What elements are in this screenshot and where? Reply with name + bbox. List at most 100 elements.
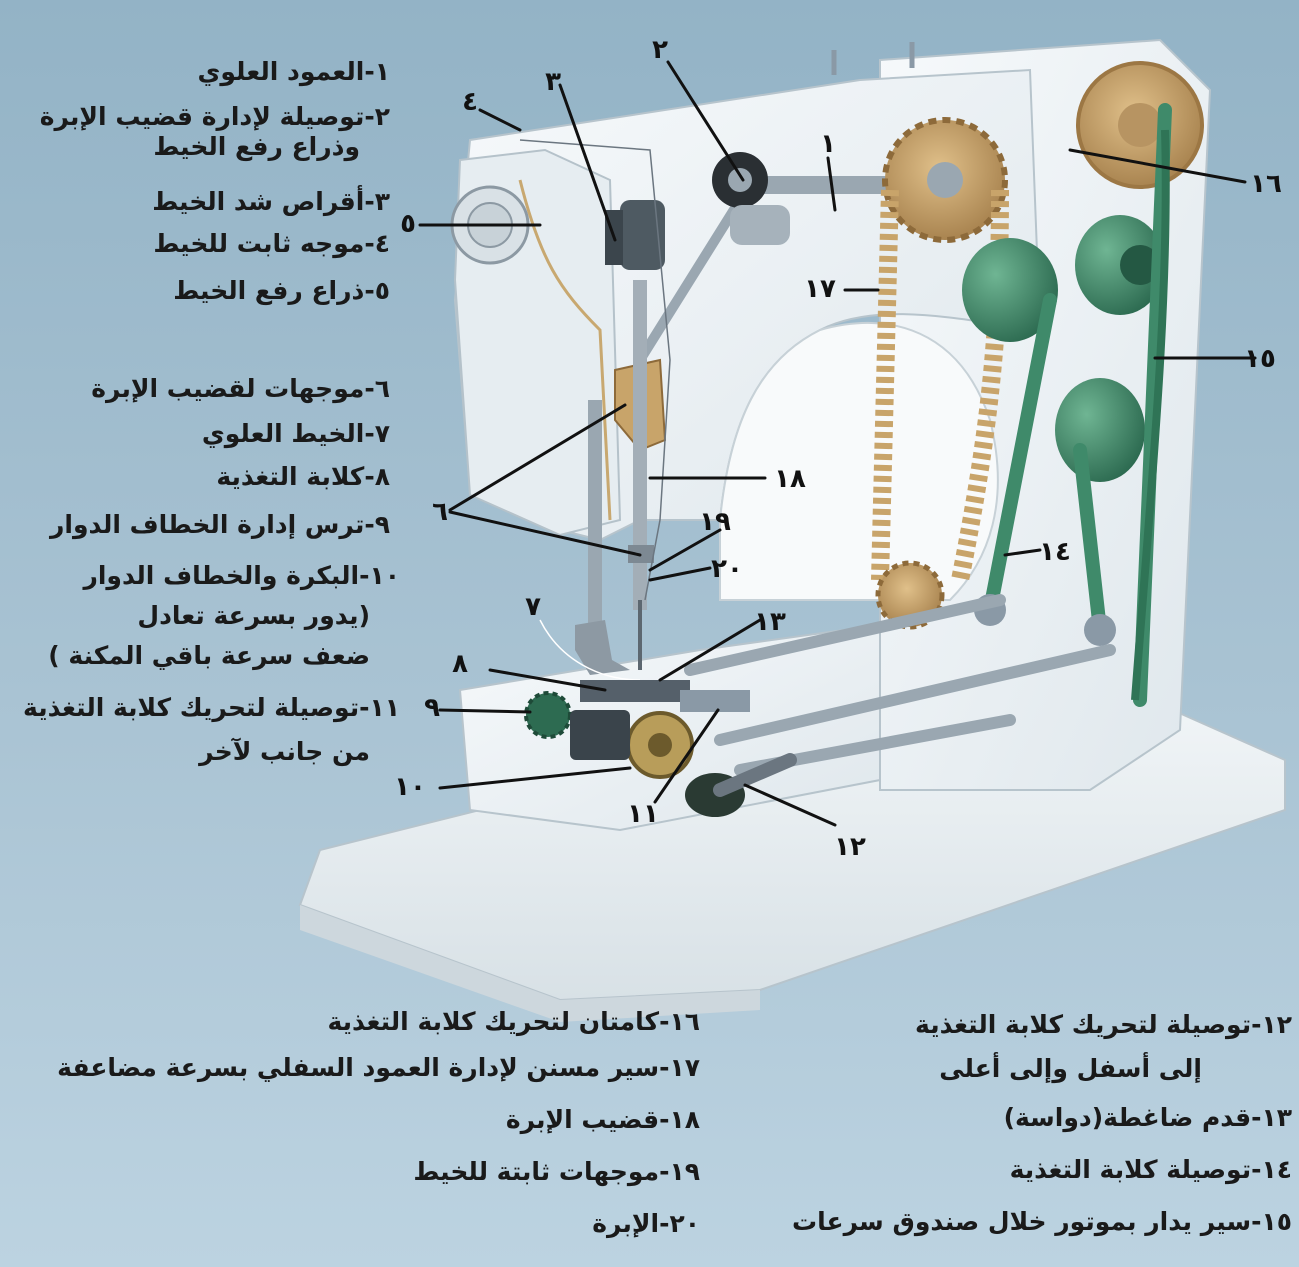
legend-text: -توصيلة لإدارة قضيب الإبرة [39, 102, 375, 131]
legend-num: ١١ [369, 693, 400, 722]
legend-num: ٧ [374, 419, 390, 448]
callout-4: ٤ [462, 87, 478, 117]
legend-item-3: ٣-أقراص شد الخيط [152, 187, 390, 217]
callout-18: ١٨ [774, 464, 806, 494]
takeup-block [730, 205, 790, 245]
legend-text: -أقراص شد الخيط [152, 187, 375, 216]
legend-item-16: ١٦-كامتان لتحريك كلابة التغذية [327, 1007, 700, 1037]
legend-item-14: ١٤-توصيلة كلابة التغذية [1010, 1155, 1292, 1185]
legend-item-13: ١٣-قدم ضاغطة(دواسة) [1004, 1103, 1292, 1133]
legend-text: -البكرة والخطاف الدوار [83, 561, 370, 590]
legend-num: ٩ [374, 510, 390, 539]
legend-num: ١٠ [369, 561, 400, 590]
legend-text: -قدم ضاغطة(دواسة) [1003, 1103, 1262, 1132]
callout-1: ١ [820, 129, 836, 159]
callout-numbers: ١ ٢ ٣ ٤ ٥ ٦ ٧ ٨ ٩ ١٠ ١١ ١٢ ١٣ ١٤ ١٥ ١٦ ١… [394, 35, 1282, 862]
legend-text: -ذراع رفع الخيط [173, 276, 375, 305]
legend-num: ١ [374, 57, 390, 86]
legend-text: -موجهات ثابتة للخيط [413, 1157, 670, 1186]
callout-15: ١٥ [1244, 344, 1276, 374]
legend-text: -توصيلة كلابة التغذية [1009, 1155, 1262, 1184]
legend-item-7: ٧-الخيط العلوي [202, 419, 390, 449]
presser-bar [588, 400, 602, 630]
arm-opening [719, 321, 999, 601]
legend-text: -كامتان لتحريك كلابة التغذية [327, 1007, 670, 1036]
legend-item-4: ٤-موجه ثابت للخيط [153, 229, 390, 259]
callout-16: ١٦ [1250, 169, 1282, 199]
legend-text: -موجه ثابت للخيط [153, 229, 375, 258]
legend-text: -كلابة التغذية [216, 462, 375, 491]
legend-num: ٥ [374, 276, 390, 305]
callout-20: ٢٠ [711, 554, 743, 584]
takeup-linkage [635, 195, 745, 365]
legend-num: ١٨ [669, 1105, 700, 1134]
legend-text-cont: من جانب لآخر [199, 737, 370, 766]
hook-gear [524, 691, 572, 739]
callout-5: ٥ [400, 209, 416, 239]
legend-num: ١٩ [669, 1157, 700, 1186]
legend-text: -سير يدار بموتور خلال صندوق سرعات [792, 1207, 1262, 1236]
callout-17: ١٧ [804, 274, 836, 304]
legend-item-19: ١٩-موجهات ثابتة للخيط [413, 1157, 700, 1187]
legend-item-2: ٢-توصيلة لإدارة قضيب الإبرة وذراع رفع ال… [40, 102, 390, 162]
legend-text: -توصيلة لتحريك كلابة التغذية [915, 1010, 1262, 1039]
legend-text-cont: ضعف سرعة باقي المكنة ) [48, 641, 370, 670]
legend-num: ١٧ [669, 1053, 700, 1082]
thread-arc [539, 619, 641, 681]
belt-15 [1131, 129, 1170, 701]
callout-7: ٧ [525, 592, 541, 622]
legend-num: ٤ [374, 229, 390, 258]
cam-upper [962, 238, 1058, 342]
legend-item-12: ١٢-توصيلة لتحريك كلابة التغذية إلى أسفل … [915, 1003, 1292, 1091]
callout-2: ٢ [652, 35, 668, 65]
upper-thread [519, 139, 671, 601]
callout-14: ١٤ [1039, 537, 1071, 567]
legend-item-20: ٢٠-الإبرة [592, 1209, 700, 1239]
legend-num: ١٥ [1261, 1207, 1292, 1236]
legend-num: ٦ [374, 374, 390, 403]
legend-num: ٢ [374, 102, 390, 131]
cam-lower [1055, 378, 1145, 482]
legend-text: -قضيب الإبرة [505, 1105, 670, 1134]
toothed-belt [871, 189, 1009, 582]
legend-text: -موجهات لقضيب الإبرة [91, 374, 375, 403]
callout-3: ٣ [545, 67, 561, 97]
presser-foot [575, 620, 630, 675]
legend-num: ٣ [374, 187, 390, 216]
legend-num: ١٣ [1261, 1103, 1292, 1132]
legend-num: ٢٠ [669, 1209, 700, 1238]
legend-item-11: ١١-توصيلة لتحريك كلابة التغذية من جانب ل… [23, 686, 400, 774]
feed-dog [580, 680, 690, 702]
legend-num: ١٢ [1261, 1010, 1292, 1039]
callout-6: ٦ [432, 497, 448, 527]
callout-19: ١٩ [699, 507, 731, 537]
leader-lines [418, 60, 1257, 827]
callout-8: ٨ [452, 649, 468, 679]
legend-text-cont: وذراع رفع الخيط [153, 132, 360, 161]
callout-13: ١٣ [754, 607, 786, 637]
needle-bar [633, 280, 647, 610]
legend-item-6: ٦-موجهات لقضيب الإبرة [91, 374, 390, 404]
legend-item-1: ١-العمود العلوي [197, 57, 390, 87]
legend-item-17: ١٧-سير مسنن لإدارة العمود السفلي بسرعة م… [57, 1053, 700, 1083]
legend-item-5: ٥-ذراع رفع الخيط [173, 276, 390, 306]
legend-text: -سير مسنن لإدارة العمود السفلي بسرعة مضا… [57, 1053, 670, 1082]
legend-text: -ترس إدارة الخطاف الدوار [50, 510, 375, 539]
callout-11: ١١ [627, 799, 659, 829]
machine-base-front [300, 905, 760, 1022]
legend-text: -الخيط العلوي [201, 419, 375, 448]
legend-num: ١٤ [1261, 1155, 1292, 1184]
legend-text: -الإبرة [592, 1209, 670, 1238]
tension-discs [620, 200, 665, 270]
callout-10: ١٠ [394, 772, 426, 802]
legend-item-15: ١٥-سير يدار بموتور خلال صندوق سرعات [792, 1207, 1292, 1237]
legend-text-cont: (يدور بسرعة تعادل [137, 601, 370, 630]
legend-text-cont: إلى أسفل وإلى أعلى [939, 1054, 1202, 1083]
legend-item-18: ١٨-قضيب الإبرة [506, 1105, 700, 1135]
legend-num: ٨ [374, 462, 390, 491]
legend-text: -توصيلة لتحريك كلابة التغذية [23, 693, 370, 722]
legend-item-9: ٩-ترس إدارة الخطاف الدوار [50, 510, 390, 540]
callout-12: ١٢ [834, 832, 866, 862]
legend-item-8: ٨-كلابة التغذية [216, 462, 390, 492]
